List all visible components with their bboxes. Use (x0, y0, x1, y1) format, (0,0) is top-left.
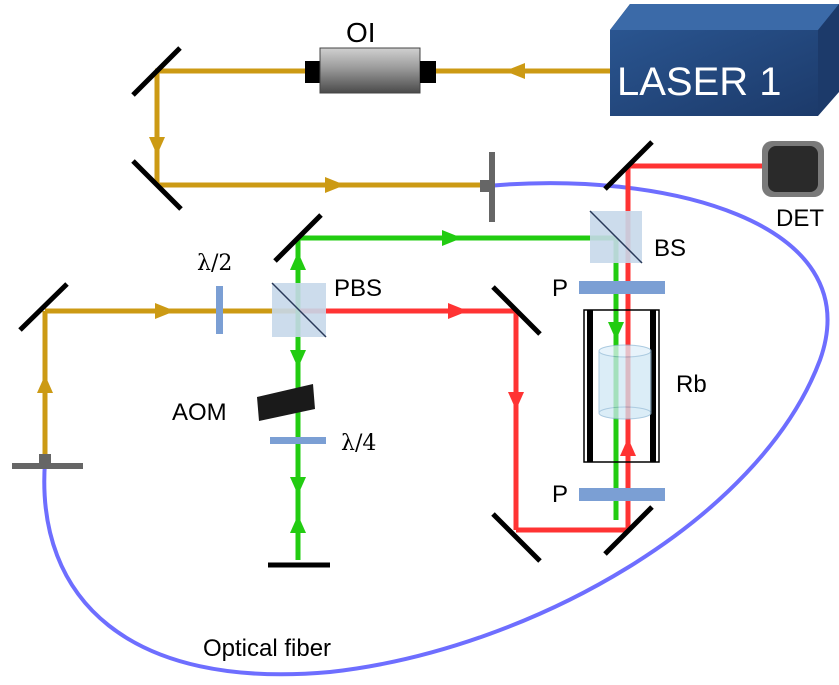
mirror-top-left (131, 46, 182, 97)
mirror-far-left (18, 282, 69, 332)
aom-label: AOM (172, 399, 227, 426)
fiber-coupler-top (480, 152, 495, 222)
polarizer-bottom: P (552, 481, 665, 508)
mirror-pbs-top (273, 213, 323, 263)
optical-isolator: OI (305, 17, 436, 94)
optical-fiber-label: Optical fiber (203, 635, 331, 662)
half-wave-plate-label: λ/2 (197, 251, 232, 276)
laser-source: LASER 1 (610, 4, 839, 116)
optical-fiber (42, 181, 830, 677)
pump-beam-arrows (290, 230, 624, 533)
pbs-label: PBS (334, 275, 382, 302)
fiber-coupler-left (12, 454, 83, 469)
quarter-wave-plate: λ/4 (270, 431, 376, 456)
probe-beam-path (300, 163, 768, 533)
mirrors (18, 46, 654, 568)
polarizer-top-label: P (552, 275, 568, 302)
isolator-label: OI (346, 17, 376, 48)
laser-label: LASER 1 (617, 60, 782, 104)
mirror-top-right (603, 140, 654, 191)
mirror-red-right (491, 285, 542, 336)
laser-beam-arrows (37, 63, 525, 393)
beam-splitter: BS (589, 210, 686, 264)
vapor-cell-glass (598, 344, 652, 420)
mirror-left-lower (131, 159, 183, 211)
half-wave-plate: λ/2 (197, 251, 232, 334)
polarizing-beam-splitter: PBS (271, 275, 382, 338)
detector: DET (762, 141, 824, 232)
rb-cell: Rb (583, 309, 707, 463)
probe-beam-arrows (448, 303, 636, 456)
polarizer-top: P (552, 275, 665, 302)
polarizer-bottom-label: P (552, 481, 568, 508)
rb-label: Rb (676, 371, 707, 398)
bs-label: BS (654, 235, 686, 262)
detector-label: DET (776, 205, 824, 232)
quarter-wave-plate-label: λ/4 (341, 431, 376, 456)
aom: AOM (172, 384, 315, 426)
mirror-bottom-right (603, 505, 654, 556)
laser-beam-path (42, 68, 610, 462)
mirror-bottom-left (491, 512, 542, 563)
